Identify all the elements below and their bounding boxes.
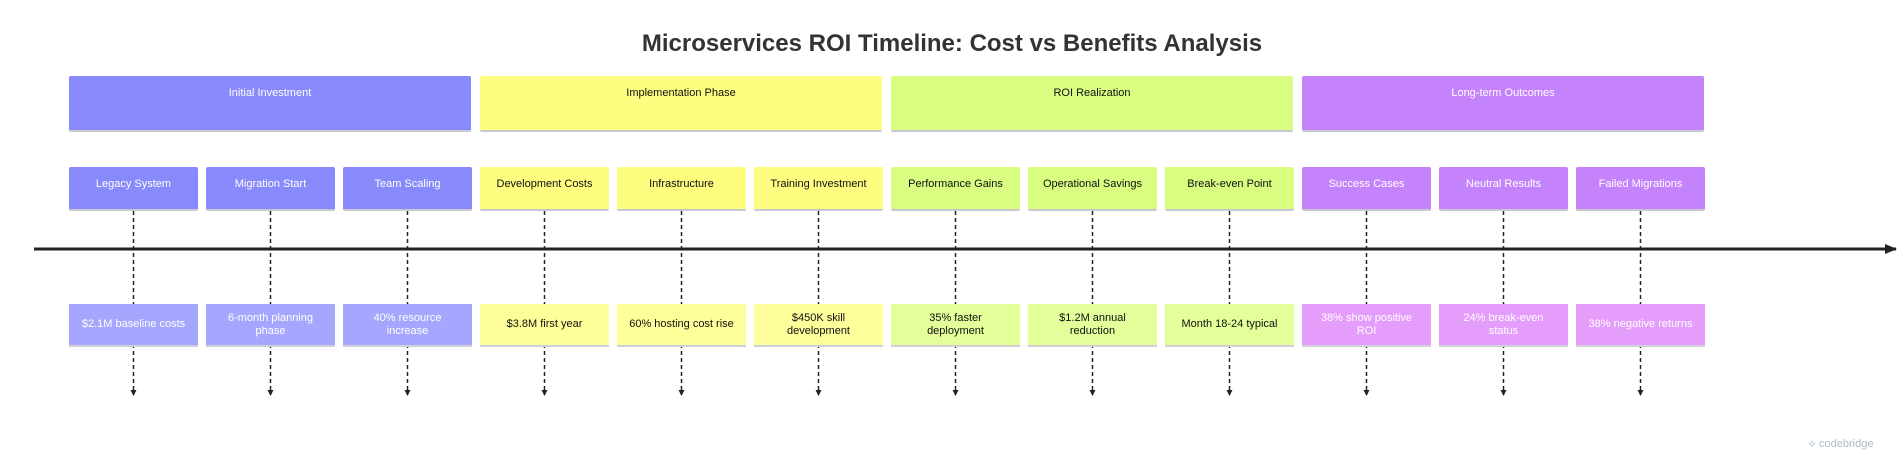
event-development-costs: Development Costs (480, 167, 609, 211)
event-team-scaling: Team Scaling (343, 167, 472, 211)
event-detail-success-cases: 38% show positive ROI (1302, 304, 1431, 347)
event-performance-gains: Performance Gains (891, 167, 1020, 211)
event-migration-start: Migration Start (206, 167, 335, 211)
section-header-initial-investment: Initial Investment (69, 76, 471, 132)
event-detail-development-costs: $3.8M first year (480, 304, 609, 347)
event-legacy-system: Legacy System (69, 167, 198, 211)
event-success-cases: Success Cases (1302, 167, 1431, 211)
codebridge-logo-icon: ⟡ (1808, 436, 1816, 450)
event-neutral-results: Neutral Results (1439, 167, 1568, 211)
event-detail-training-investment: $450K skill development (754, 304, 883, 347)
event-detail-neutral-results: 24% break-even status (1439, 304, 1568, 347)
event-detail-infrastructure: 60% hosting cost rise (617, 304, 746, 347)
event-failed-migrations: Failed Migrations (1576, 167, 1705, 211)
section-header-long-term-outcomes: Long-term Outcomes (1302, 76, 1704, 132)
watermark-text: codebridge (1819, 438, 1874, 450)
event-detail-performance-gains: 35% faster deployment (891, 304, 1020, 347)
section-header-roi-realization: ROI Realization (891, 76, 1293, 132)
event-detail-legacy-system: $2.1M baseline costs (69, 304, 198, 347)
watermark: ⟡ codebridge (1808, 436, 1873, 451)
event-detail-operational-savings: $1.2M annual reduction (1028, 304, 1157, 347)
event-operational-savings: Operational Savings (1028, 167, 1157, 211)
event-connectors (130, 211, 1644, 396)
diagram-title: Microservices ROI Timeline: Cost vs Bene… (641, 30, 1263, 57)
event-infrastructure: Infrastructure (617, 167, 746, 211)
event-detail-migration-start: 6-month planning phase (206, 304, 335, 347)
event-detail-break-even-point: Month 18-24 typical (1165, 304, 1294, 347)
section-header-implementation-phase: Implementation Phase (480, 76, 882, 132)
event-training-investment: Training Investment (754, 167, 883, 211)
event-break-even-point: Break-even Point (1165, 167, 1294, 211)
event-detail-failed-migrations: 38% negative returns (1576, 304, 1705, 347)
event-detail-team-scaling: 40% resource increase (343, 304, 472, 347)
